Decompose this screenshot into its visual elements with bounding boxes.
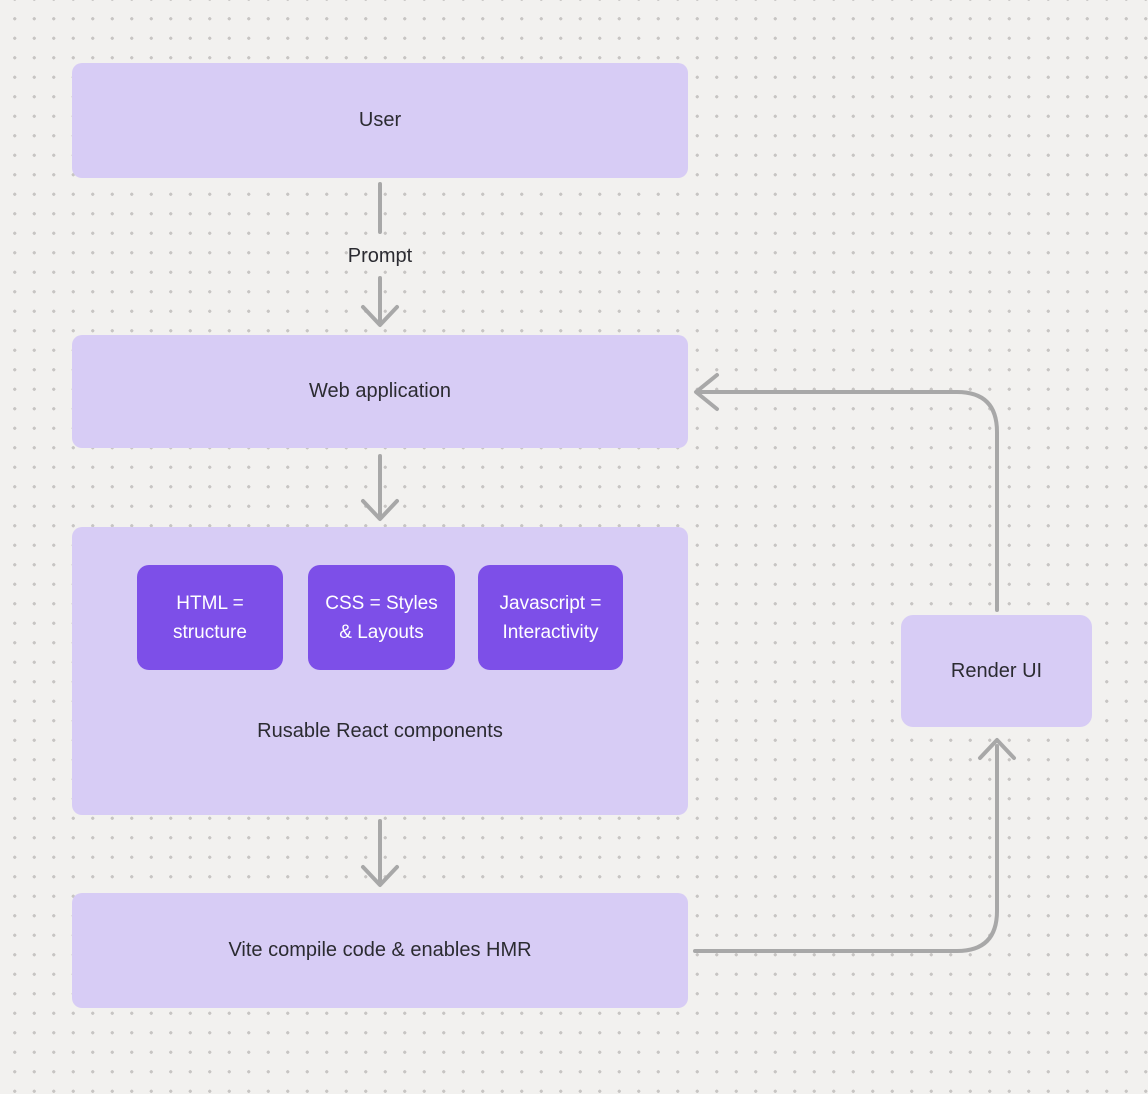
node-css-chip-line1: CSS = Styles [325,592,438,614]
node-css-chip-line2: & Layouts [339,621,424,643]
node-html-chip: HTML = structure [137,565,283,670]
node-javascript-chip-line1: Javascript = [499,592,602,614]
node-components-group: HTML = structure CSS = Styles & Layouts … [72,527,688,815]
node-web-application-label: Web application [309,380,451,402]
connector-components-to-vite [361,819,399,887]
node-javascript-chip: Javascript = Interactivity [478,565,623,670]
node-render-ui-label: Render UI [950,659,1043,682]
components-caption: Rusable React components [257,720,503,742]
connector-vite-to-renderui [693,738,1016,953]
connector-renderui-to-webapp [694,373,999,612]
connector-user-to-webapp [361,182,399,327]
node-web-application: Web application [72,335,688,448]
connector-label-prompt: Prompt [347,245,413,267]
node-html-chip-line2: structure [173,621,247,643]
node-render-ui: Render UI [901,615,1092,727]
node-user-label: User [358,109,402,131]
connector-webapp-to-components [361,454,399,521]
node-vite-label: Vite compile code & enables HMR [228,939,532,961]
node-user: User [72,63,688,178]
node-html-chip-line1: HTML = [176,592,244,614]
node-javascript-chip-line2: Interactivity [502,621,599,643]
node-vite: Vite compile code & enables HMR [72,893,688,1008]
node-css-chip: CSS = Styles & Layouts [308,565,455,670]
